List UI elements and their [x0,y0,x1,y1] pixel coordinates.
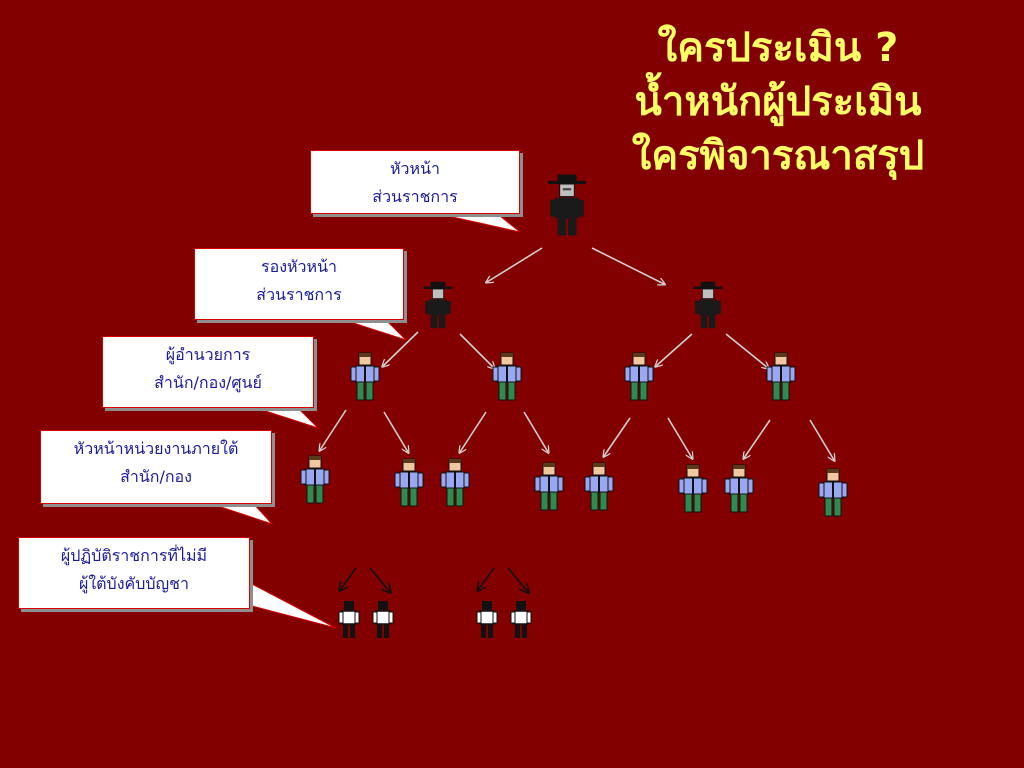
callout-staff-no-subordinates: ผู้ปฏิบัติราชการที่ไม่มี ผู้ใต้บังคับบัญ… [18,537,250,609]
arrow [459,333,494,368]
callout-line: ผู้อำนวยการ [165,345,251,364]
arrow [507,567,528,592]
staff-person-icon [534,462,564,511]
callout-tail [249,405,319,429]
arrow [369,567,390,592]
arrow [478,567,495,590]
callout-tail [205,501,274,526]
arrow [460,411,487,452]
callout-line: หัวหน้าหน่วยงานภายใต้ [73,439,239,458]
worker-person-icon [372,601,394,638]
staff-person-icon [624,352,654,401]
staff-person-icon [818,468,848,517]
arrow [667,417,692,458]
arrow [487,247,543,282]
callout-line: ส่วนราชการ [256,285,342,304]
callout-line: หัวหน้า [390,159,440,178]
executive-person-icon [423,281,453,329]
callout-deputy-head: รองหัวหน้า ส่วนราชการ [194,248,404,320]
staff-person-icon [724,464,754,513]
arrow [383,331,419,366]
callout-line: ผู้ใต้บังคับบัญชา [78,574,190,593]
arrow [809,419,834,460]
callout-line: รองหัวหน้า [260,257,337,276]
arrow [591,247,664,284]
callout-line: ผู้ปฏิบัติราชการที่ไม่มี [60,546,208,565]
staff-person-icon [440,458,470,507]
callout-line: สำนัก/กอง [120,467,192,486]
title-line-3: ใครพิจารณาสรุป [631,133,925,179]
callout-tail [429,211,521,233]
arrow [656,333,693,366]
callout-tail [249,582,337,629]
staff-person-icon [300,455,330,504]
executive-person-icon [693,281,723,329]
arrow [340,567,357,590]
staff-person-icon [350,352,380,401]
arrow [523,411,548,452]
callout-line: สำนัก/กอง/ศูนย์ [154,373,262,392]
arrow [320,409,347,450]
callout-unit-head: หัวหน้าหน่วยงานภายใต้ สำนัก/กอง [40,430,272,504]
staff-person-icon [678,464,708,513]
slide-title: ใครประเมิน ? น้ำหนักผู้ประเมิน ใครพิจารณ… [568,22,988,184]
worker-person-icon [510,601,532,638]
arrow [744,419,771,458]
callout-line: ส่วนราชการ [372,187,458,206]
executive-person-icon [548,174,586,236]
arrow [383,411,408,452]
callout-director: ผู้อำนวยการ สำนัก/กอง/ศูนย์ [102,336,314,408]
callout-head-of-agency: หัวหน้า ส่วนราชการ [310,150,520,214]
staff-person-icon [766,352,796,401]
staff-person-icon [492,352,522,401]
arrow [604,417,631,456]
worker-person-icon [476,601,498,638]
title-line-2: น้ำหนักผู้ประเมิน [634,79,922,125]
callout-tail [337,317,407,341]
worker-person-icon [338,601,360,638]
staff-person-icon [584,462,614,511]
staff-person-icon [394,458,424,507]
title-line-1: ใครประเมิน ? [657,25,899,71]
arrow [725,333,768,368]
